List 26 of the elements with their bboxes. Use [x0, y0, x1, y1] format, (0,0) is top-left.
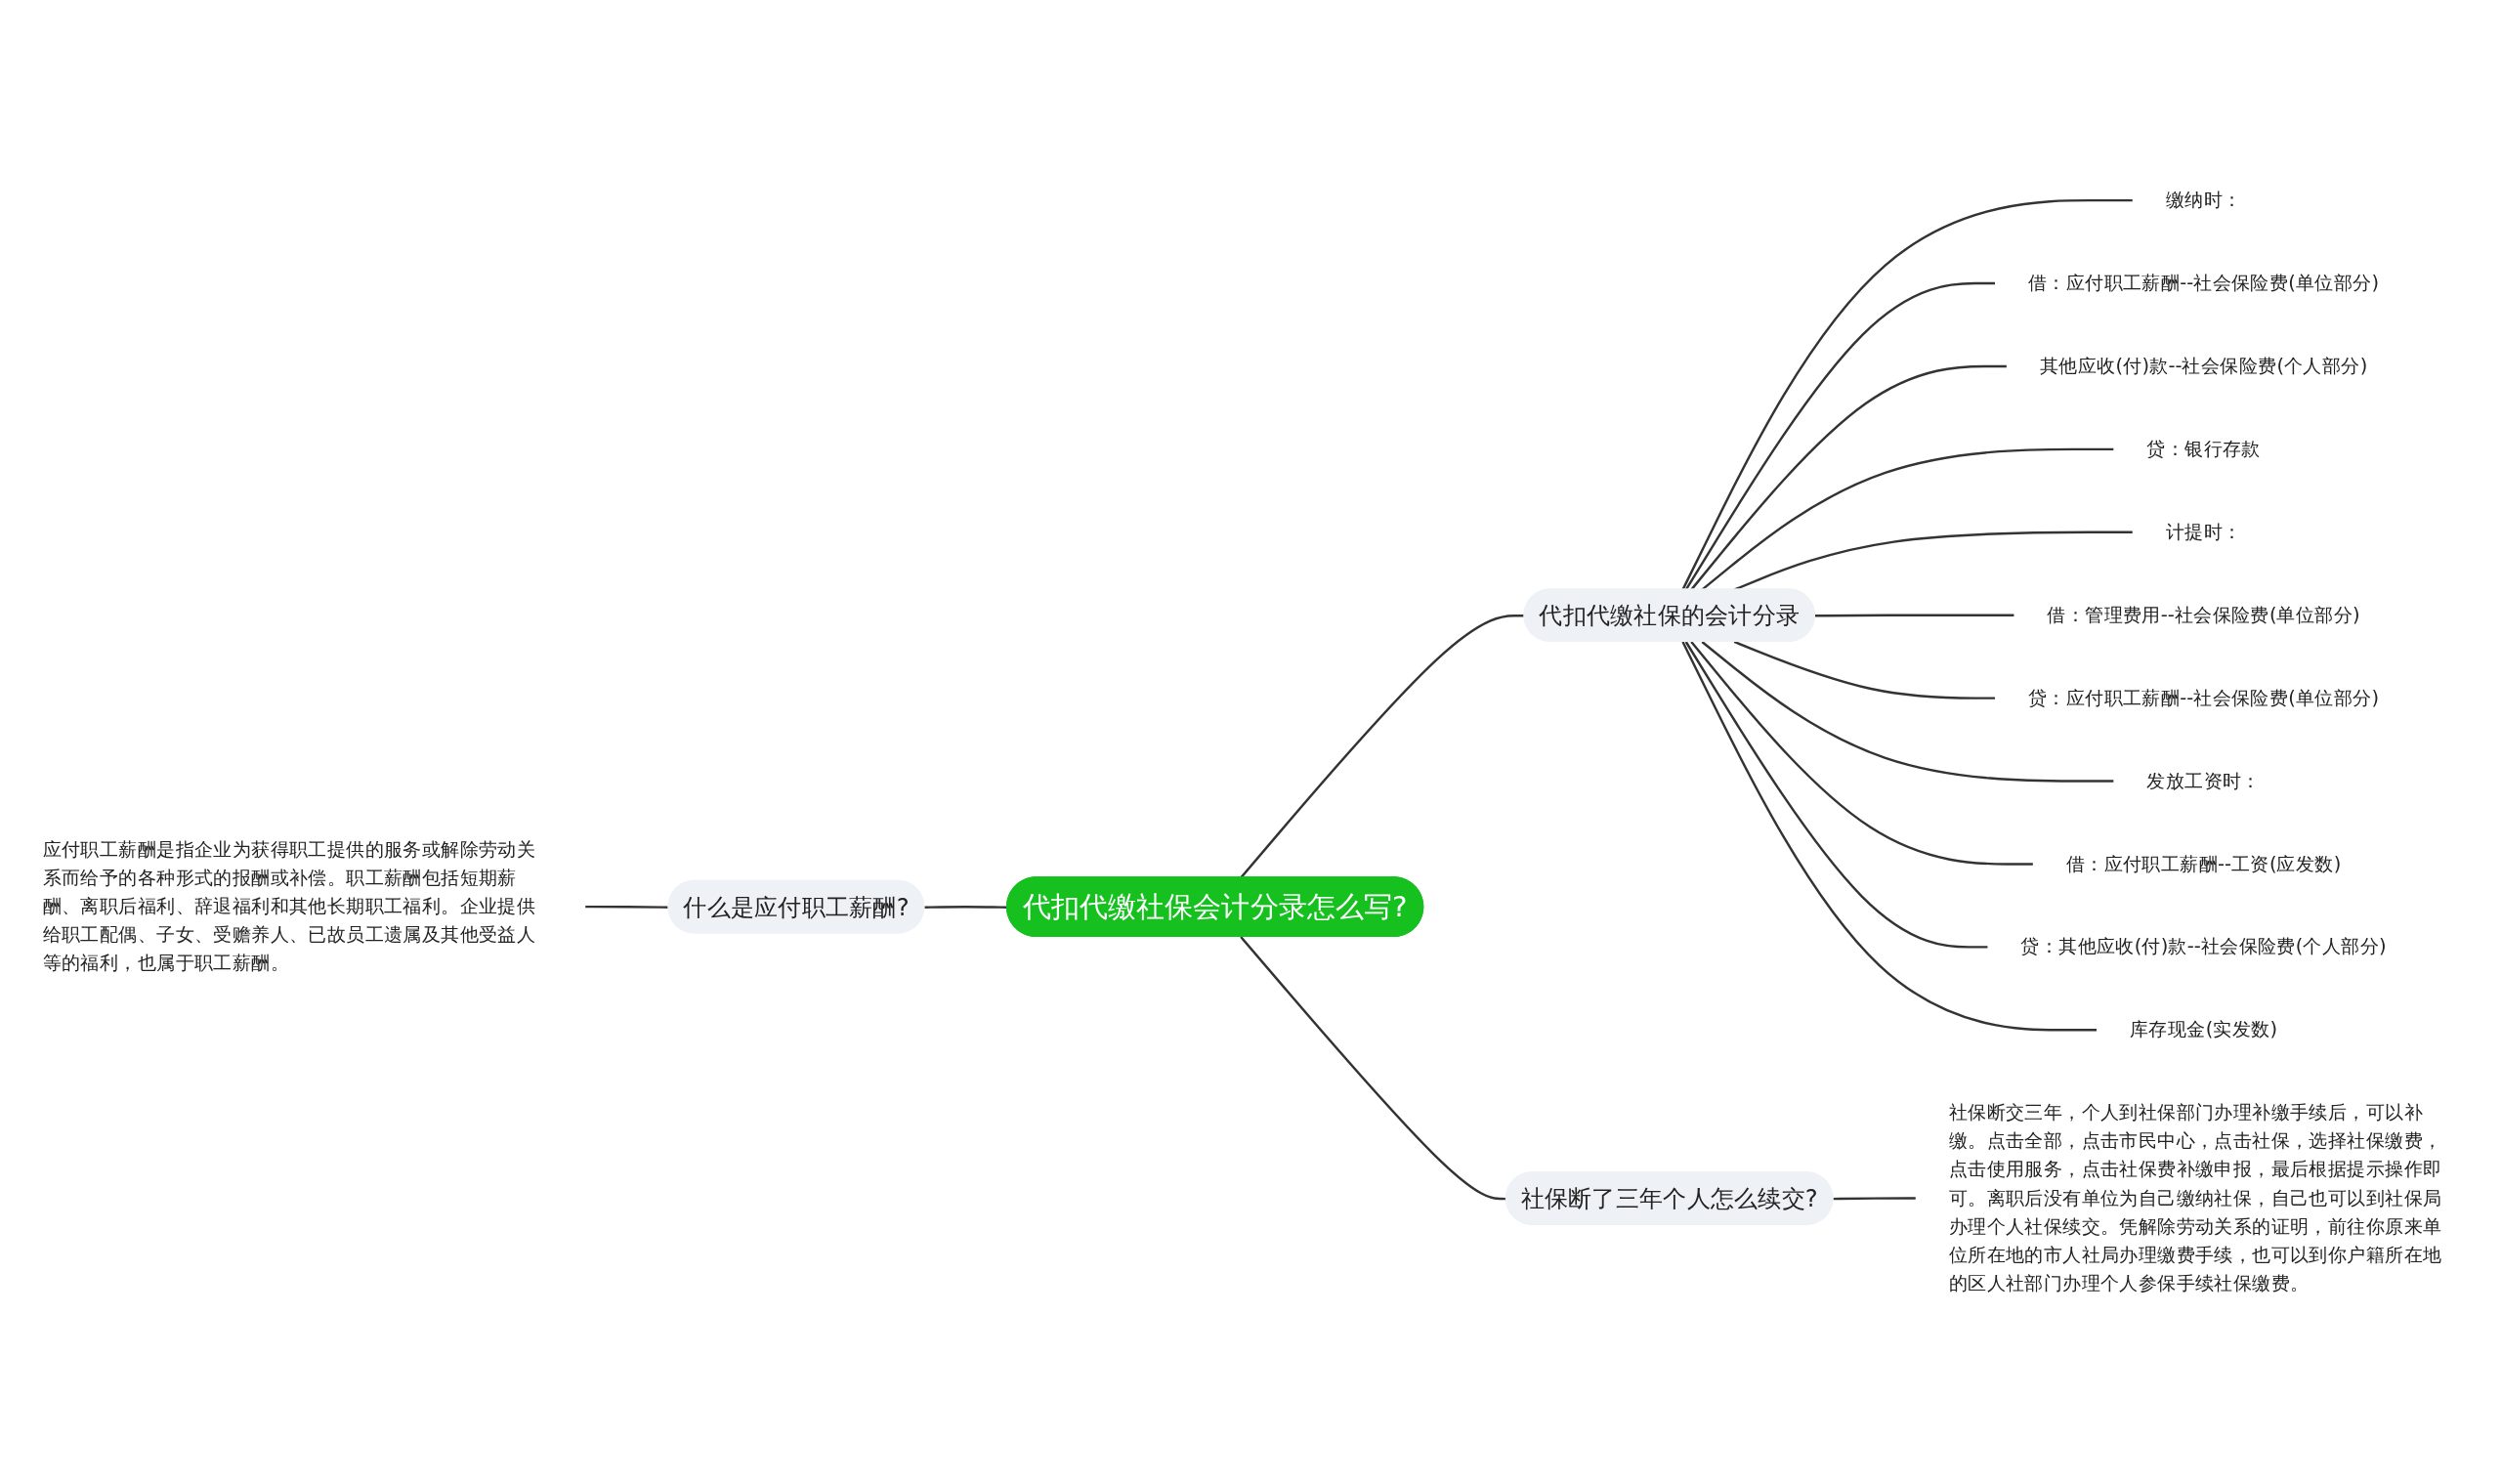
node-text: 发放工资时： [2146, 769, 2261, 792]
connector [1833, 1197, 1916, 1201]
node-text: 其他应收(付)款--社会保险费(个人部分) [2039, 354, 2368, 377]
node-text: 社保断交三年，个人到社保部门办理补缴手续后，可以补缴。点击全部，点击市民中心，点击社保，选择社保缴费，点击使用服务，点击社保费补缴申报，最后根据提示操作即可。离职后没有单位为自己缴纳社保，自己也可以到社保局办理个人社保续交。凭解除劳动关系的证明，前往你原来单位所在地的市人社局办理缴费手续，也可以到你户籍所在地的区人社部门办理个人参保手续社保缴费。 [1948, 1101, 2442, 1294]
connector [1733, 530, 2133, 591]
connector [585, 905, 669, 909]
connector [1814, 614, 2014, 617]
node-text: 借：应付职工薪酬--社会保险费(单位部分) [2027, 271, 2380, 294]
connector [1681, 641, 2098, 1032]
connector [1684, 641, 1988, 949]
node-text: 贷：其他应收(付)款--社会保险费(个人部分) [2020, 935, 2387, 958]
connector [1684, 281, 1995, 591]
node-text: 计提时： [2165, 520, 2242, 543]
connector [1690, 364, 2007, 591]
node-text: 借：管理费用--社会保险费(单位部分) [2047, 603, 2360, 626]
node-text: 贷：银行存款 [2146, 437, 2261, 460]
node-text: 贷：应付职工薪酬--社会保险费(单位部分) [2027, 686, 2380, 709]
node-text: 缴纳时： [2165, 189, 2242, 212]
connector [1690, 641, 2033, 866]
node-text: 应付职工薪酬是指企业为获得职工提供的服务或解除劳动关系而给予的各种形式的报酬或补偿。职工薪酬包括短期薪酬、离职后福利、辞退福利和其他长期职工福利。企业提供给职工配偶、子女、受赡养人、已故员工遗属及其他受益人等的福利，也属于职工薪酬。 [42, 837, 536, 975]
connector [1681, 198, 2133, 591]
connector [1733, 640, 1995, 700]
node-text: 库存现金(实发数) [2130, 1018, 2278, 1041]
connector [1701, 641, 2114, 783]
node-text: 借：应付职工薪酬--工资(应发数) [2065, 852, 2342, 875]
connector [1701, 447, 2114, 591]
